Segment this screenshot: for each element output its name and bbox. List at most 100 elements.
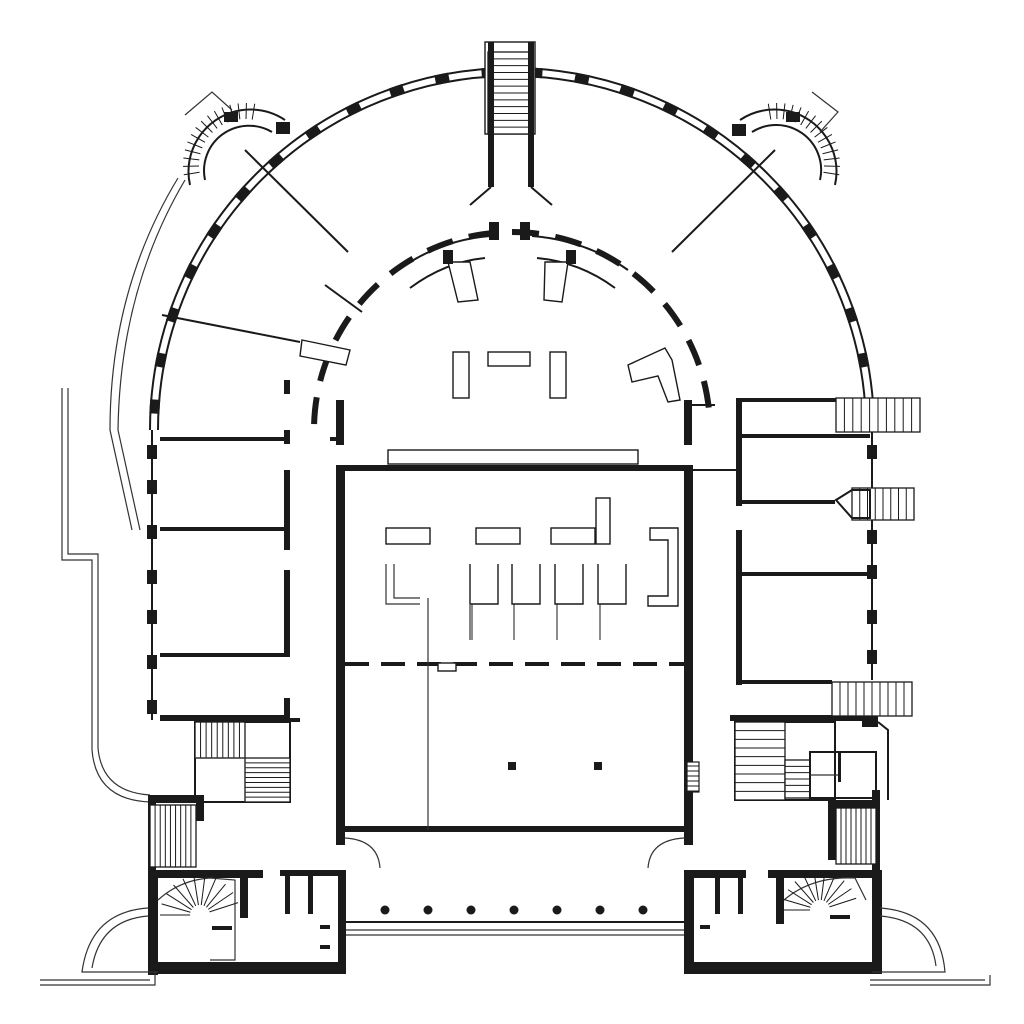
partition-dash [417, 662, 441, 666]
portico-column [638, 905, 648, 915]
colonnade-pier [702, 124, 720, 141]
tread [820, 141, 836, 149]
apse-furniture [452, 351, 567, 399]
tread [794, 881, 814, 903]
colonnade-pier [856, 352, 870, 368]
inner-ring-wall [554, 233, 583, 248]
partition-dash [633, 662, 657, 666]
tread [237, 103, 241, 120]
colonnade-pier [183, 263, 199, 281]
corridor-pier [284, 430, 290, 444]
tread [213, 110, 223, 126]
tread [767, 103, 772, 120]
inner-ring-wall [685, 338, 702, 367]
outer-envelope [147, 67, 877, 720]
partition-dash [525, 662, 549, 666]
colonnade-pier [388, 84, 406, 98]
tread [823, 171, 840, 176]
inner-ring-wall [700, 380, 712, 408]
tread [803, 875, 817, 902]
tread [200, 875, 206, 906]
tread [814, 127, 828, 138]
inner-ring-wall [662, 302, 683, 328]
stair-flight [244, 757, 291, 803]
tread [190, 133, 206, 143]
portico-column [423, 905, 433, 915]
tread [200, 120, 213, 133]
tread [823, 874, 836, 902]
stall [511, 564, 541, 605]
colonnade-pier [739, 152, 757, 170]
tread [193, 875, 199, 906]
inner-ring-wall [631, 271, 656, 294]
tread [822, 149, 839, 155]
stall [597, 564, 627, 605]
tread [810, 120, 823, 133]
partition-dash [561, 662, 585, 666]
stair-flight [734, 721, 786, 801]
tread [827, 888, 852, 905]
colonnade-pier [574, 72, 590, 86]
portico-column [595, 905, 605, 915]
portico-column [509, 905, 519, 915]
tread [203, 878, 217, 907]
colonnade-pier [345, 101, 363, 117]
tread [783, 898, 811, 908]
tread [205, 883, 226, 908]
tread [173, 884, 194, 908]
inner-ring-wall [388, 255, 415, 277]
external-stairs-right [831, 397, 921, 717]
outer-piers [147, 67, 877, 714]
partition-dash [669, 662, 693, 666]
tread [209, 902, 239, 913]
left-wing [160, 380, 340, 722]
colonnade-pier [618, 84, 636, 98]
north-stair [469, 41, 553, 206]
tread [207, 115, 218, 129]
stair-tower-right [732, 91, 840, 186]
colonnade-pier [661, 101, 679, 117]
tread [782, 103, 786, 120]
central-hall [336, 449, 700, 869]
colonnade-pier [149, 399, 161, 414]
apse-leg [684, 400, 692, 445]
tread [805, 115, 816, 129]
stair-flight [149, 804, 197, 868]
inner-ring-wall [332, 315, 352, 342]
stair-flight [194, 721, 246, 759]
colonnade-pier [844, 306, 858, 324]
colonnade-pier [304, 124, 322, 141]
portico-column [380, 905, 390, 915]
right-wing [692, 398, 878, 727]
partition-dash [381, 662, 405, 666]
partition-dash [453, 662, 477, 666]
colonnade-pier [434, 72, 450, 86]
colonnade-pier [166, 306, 180, 324]
partition-dash [489, 662, 513, 666]
tread [817, 133, 833, 143]
partition-dash [597, 662, 621, 666]
entrance-portico [346, 905, 684, 936]
tread [825, 880, 845, 903]
lower-left-block [40, 795, 346, 986]
tread [820, 872, 826, 901]
colonnade-pier [234, 185, 252, 203]
colonnade-pier [825, 263, 841, 281]
inner-ring-wall [357, 282, 380, 306]
tread [165, 893, 192, 911]
tread [823, 157, 840, 161]
stair-tower-left [183, 91, 290, 186]
tread [182, 878, 197, 907]
partition-dash [345, 662, 369, 666]
tread [787, 889, 812, 906]
tread [183, 157, 200, 161]
portico-column [466, 905, 476, 915]
stall [469, 564, 499, 605]
inner-ring-wall [426, 238, 454, 254]
stall [554, 564, 584, 605]
tread [184, 149, 201, 155]
colonnade-pier [772, 185, 790, 203]
tread [251, 103, 256, 120]
corridor-pier [330, 437, 340, 441]
